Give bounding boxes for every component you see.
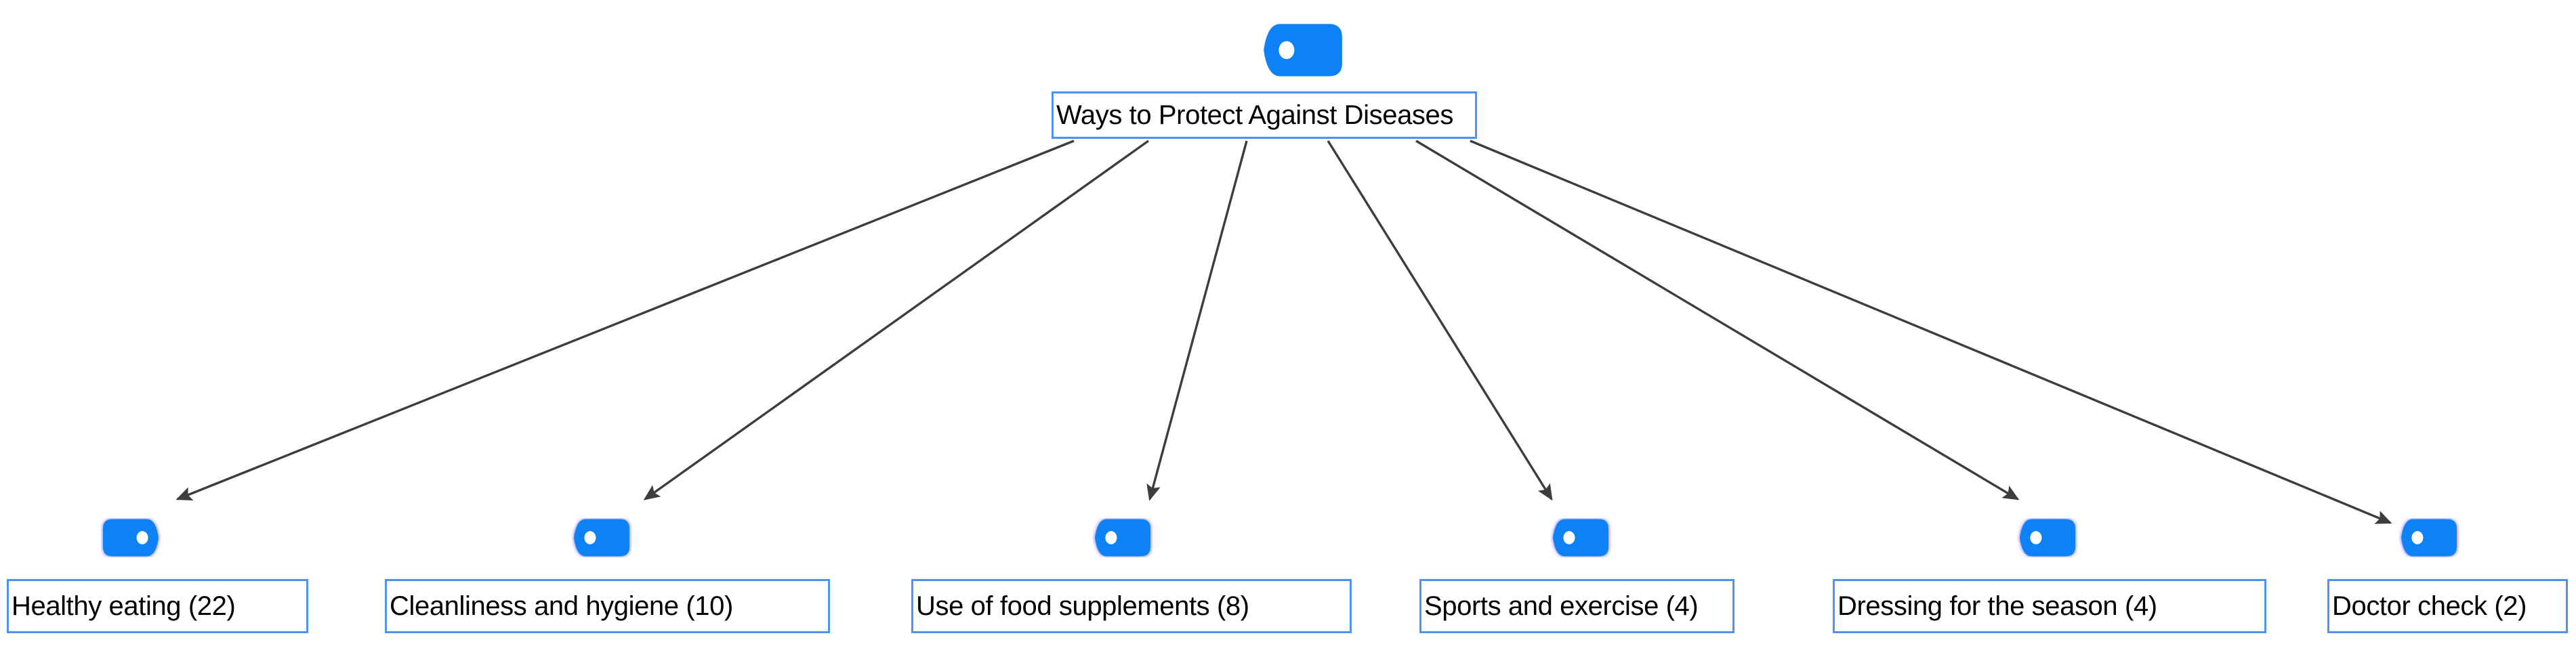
node-leaf-label[interactable]: Healthy eating (22) — [7, 579, 308, 633]
node-leaf-label[interactable]: Cleanliness and hygiene (10) — [385, 579, 830, 633]
tag-icon — [2020, 519, 2075, 557]
tag-icon — [574, 519, 629, 557]
node-leaf-label[interactable]: Doctor check (2) — [2327, 579, 2568, 633]
edge-root-to-leaf-5 — [1470, 140, 2392, 524]
tag-icon — [1264, 24, 1342, 77]
edge-root-to-leaf-3 — [1327, 140, 1553, 501]
edge-root-to-leaf-1 — [643, 140, 1149, 500]
edge-group — [175, 140, 2392, 524]
node-leaf-label[interactable]: Dressing for the season (4) — [1833, 579, 2266, 633]
edge-root-to-leaf-4 — [1415, 140, 2020, 500]
node-leaf-label[interactable]: Use of food supplements (8) — [911, 579, 1352, 633]
tag-icon — [103, 519, 159, 557]
edge-root-to-leaf-0 — [175, 140, 1075, 500]
node-leaf-label[interactable]: Sports and exercise (4) — [1419, 579, 1734, 633]
tag-icon — [1095, 519, 1150, 557]
edge-root-to-leaf-2 — [1146, 140, 1248, 501]
tag-icon — [1553, 519, 1608, 557]
tag-icon — [2401, 519, 2457, 557]
node-root-label[interactable]: Ways to Protect Against Diseases — [1052, 91, 1477, 139]
